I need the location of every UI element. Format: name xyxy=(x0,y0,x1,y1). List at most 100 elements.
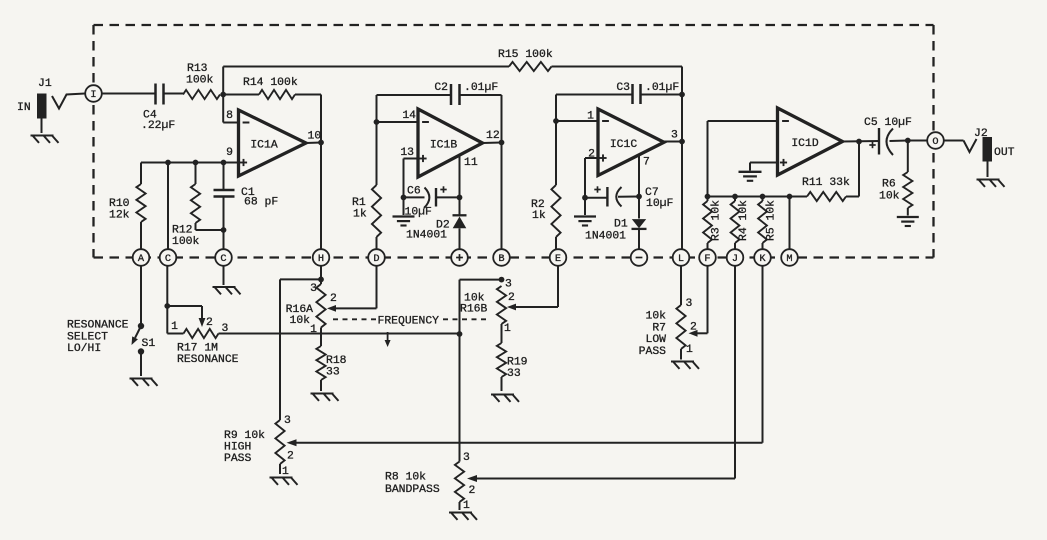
svg-text:K: K xyxy=(759,253,766,265)
svg-text:R13: R13 xyxy=(187,63,208,75)
svg-text:7: 7 xyxy=(643,157,650,169)
svg-text:C7: C7 xyxy=(645,187,659,199)
svg-text:R11 33k: R11 33k xyxy=(802,177,850,189)
svg-text:R12: R12 xyxy=(172,225,193,237)
svg-text:8: 8 xyxy=(226,110,233,122)
svg-text:2: 2 xyxy=(287,451,294,463)
svg-text:R18: R18 xyxy=(326,355,347,367)
svg-text:68 pF: 68 pF xyxy=(244,197,278,209)
svg-text:F: F xyxy=(704,253,710,265)
svg-text:LO/HI: LO/HI xyxy=(67,343,101,355)
svg-text:HIGH: HIGH xyxy=(224,442,251,454)
svg-text:C6: C6 xyxy=(407,186,421,198)
svg-text:3: 3 xyxy=(686,298,693,310)
svg-text:1: 1 xyxy=(171,321,178,333)
svg-text:R15 100k: R15 100k xyxy=(498,49,553,61)
svg-text:R9 10k: R9 10k xyxy=(224,430,265,442)
svg-text:BANDPASS: BANDPASS xyxy=(385,484,440,496)
svg-text:11: 11 xyxy=(464,157,478,169)
svg-text:R2: R2 xyxy=(531,199,545,211)
svg-text:A: A xyxy=(138,253,145,265)
svg-text:IC1B: IC1B xyxy=(430,140,458,152)
svg-text:.01µF: .01µF xyxy=(645,82,679,94)
svg-text:100k: 100k xyxy=(172,236,200,248)
svg-text:1: 1 xyxy=(587,111,594,123)
svg-text:14: 14 xyxy=(402,110,416,122)
svg-text:1k: 1k xyxy=(353,209,367,221)
svg-text:3: 3 xyxy=(284,415,291,427)
svg-text:I: I xyxy=(90,89,96,101)
svg-text:10µF: 10µF xyxy=(646,198,674,210)
svg-text:13: 13 xyxy=(400,147,414,159)
svg-text:C: C xyxy=(220,253,226,265)
svg-text:C2: C2 xyxy=(434,82,448,94)
svg-text:100k: 100k xyxy=(186,75,214,87)
svg-text:1: 1 xyxy=(463,500,470,512)
svg-text:1: 1 xyxy=(504,323,511,335)
svg-text:33: 33 xyxy=(326,367,340,379)
svg-text:10: 10 xyxy=(308,131,322,143)
svg-text:O: O xyxy=(932,136,938,148)
svg-text:C4: C4 xyxy=(143,110,157,122)
svg-text:3: 3 xyxy=(671,130,678,142)
svg-text:R4 10k: R4 10k xyxy=(738,200,750,241)
svg-text:2: 2 xyxy=(588,149,595,161)
svg-text:IN: IN xyxy=(17,102,31,114)
svg-text:FREQUENCY: FREQUENCY xyxy=(378,316,440,328)
svg-text:R19: R19 xyxy=(507,357,528,369)
svg-text:L: L xyxy=(678,253,684,265)
svg-text:D2: D2 xyxy=(436,220,450,232)
svg-text:RESONANCE: RESONANCE xyxy=(177,354,239,366)
svg-text:RESONANCE: RESONANCE xyxy=(67,320,129,332)
svg-text:C5 10µF: C5 10µF xyxy=(864,117,912,129)
svg-text:J: J xyxy=(732,253,738,265)
svg-text:R10: R10 xyxy=(109,198,130,210)
svg-text:1: 1 xyxy=(310,324,317,336)
svg-text:R8 10k: R8 10k xyxy=(385,472,426,484)
svg-text:R5 10k: R5 10k xyxy=(766,200,778,241)
svg-text:OUT: OUT xyxy=(994,147,1015,159)
svg-text:33: 33 xyxy=(507,368,521,380)
svg-text:10k: 10k xyxy=(645,311,666,323)
svg-text:12k: 12k xyxy=(109,210,130,222)
svg-text:1k: 1k xyxy=(532,210,546,222)
svg-text:2: 2 xyxy=(206,317,213,329)
svg-text:IC1D: IC1D xyxy=(791,138,819,150)
svg-text:D: D xyxy=(373,253,379,265)
svg-text:1: 1 xyxy=(282,466,289,478)
svg-text:1N4001: 1N4001 xyxy=(406,230,447,242)
svg-text:R14 100k: R14 100k xyxy=(243,77,298,89)
svg-text:C1: C1 xyxy=(241,187,255,199)
svg-text:3: 3 xyxy=(310,283,317,295)
svg-text:D1: D1 xyxy=(614,219,628,231)
svg-text:10k: 10k xyxy=(289,315,310,327)
svg-text:2: 2 xyxy=(508,292,515,304)
svg-text:IC1C: IC1C xyxy=(610,139,638,151)
svg-text:E: E xyxy=(555,253,561,265)
svg-text:2: 2 xyxy=(330,293,337,305)
svg-text:M: M xyxy=(786,253,792,265)
svg-text:R7: R7 xyxy=(652,323,666,335)
svg-text:3: 3 xyxy=(222,323,229,335)
svg-text:R16B: R16B xyxy=(460,304,488,316)
svg-text:2: 2 xyxy=(469,485,476,497)
svg-text:IC1A: IC1A xyxy=(250,140,278,152)
svg-text:S1: S1 xyxy=(142,338,156,350)
svg-text:9: 9 xyxy=(226,147,233,159)
svg-text:10k: 10k xyxy=(879,191,900,203)
svg-text:PASS: PASS xyxy=(639,346,667,358)
svg-text:3: 3 xyxy=(463,452,470,464)
svg-text:.01µF: .01µF xyxy=(464,82,498,94)
svg-text:C3: C3 xyxy=(616,82,630,94)
svg-text:.22µF: .22µF xyxy=(141,120,175,132)
svg-text:R1: R1 xyxy=(352,197,366,209)
svg-text:12: 12 xyxy=(486,130,500,142)
svg-text:R16A: R16A xyxy=(286,304,314,316)
svg-text:10k: 10k xyxy=(464,293,485,305)
svg-text:SELECT: SELECT xyxy=(67,332,108,344)
svg-text:J1: J1 xyxy=(38,78,52,90)
svg-text:2: 2 xyxy=(690,322,697,334)
svg-text:LOW: LOW xyxy=(645,334,666,346)
svg-text:1N4001: 1N4001 xyxy=(585,231,626,243)
svg-text:H: H xyxy=(318,253,324,265)
